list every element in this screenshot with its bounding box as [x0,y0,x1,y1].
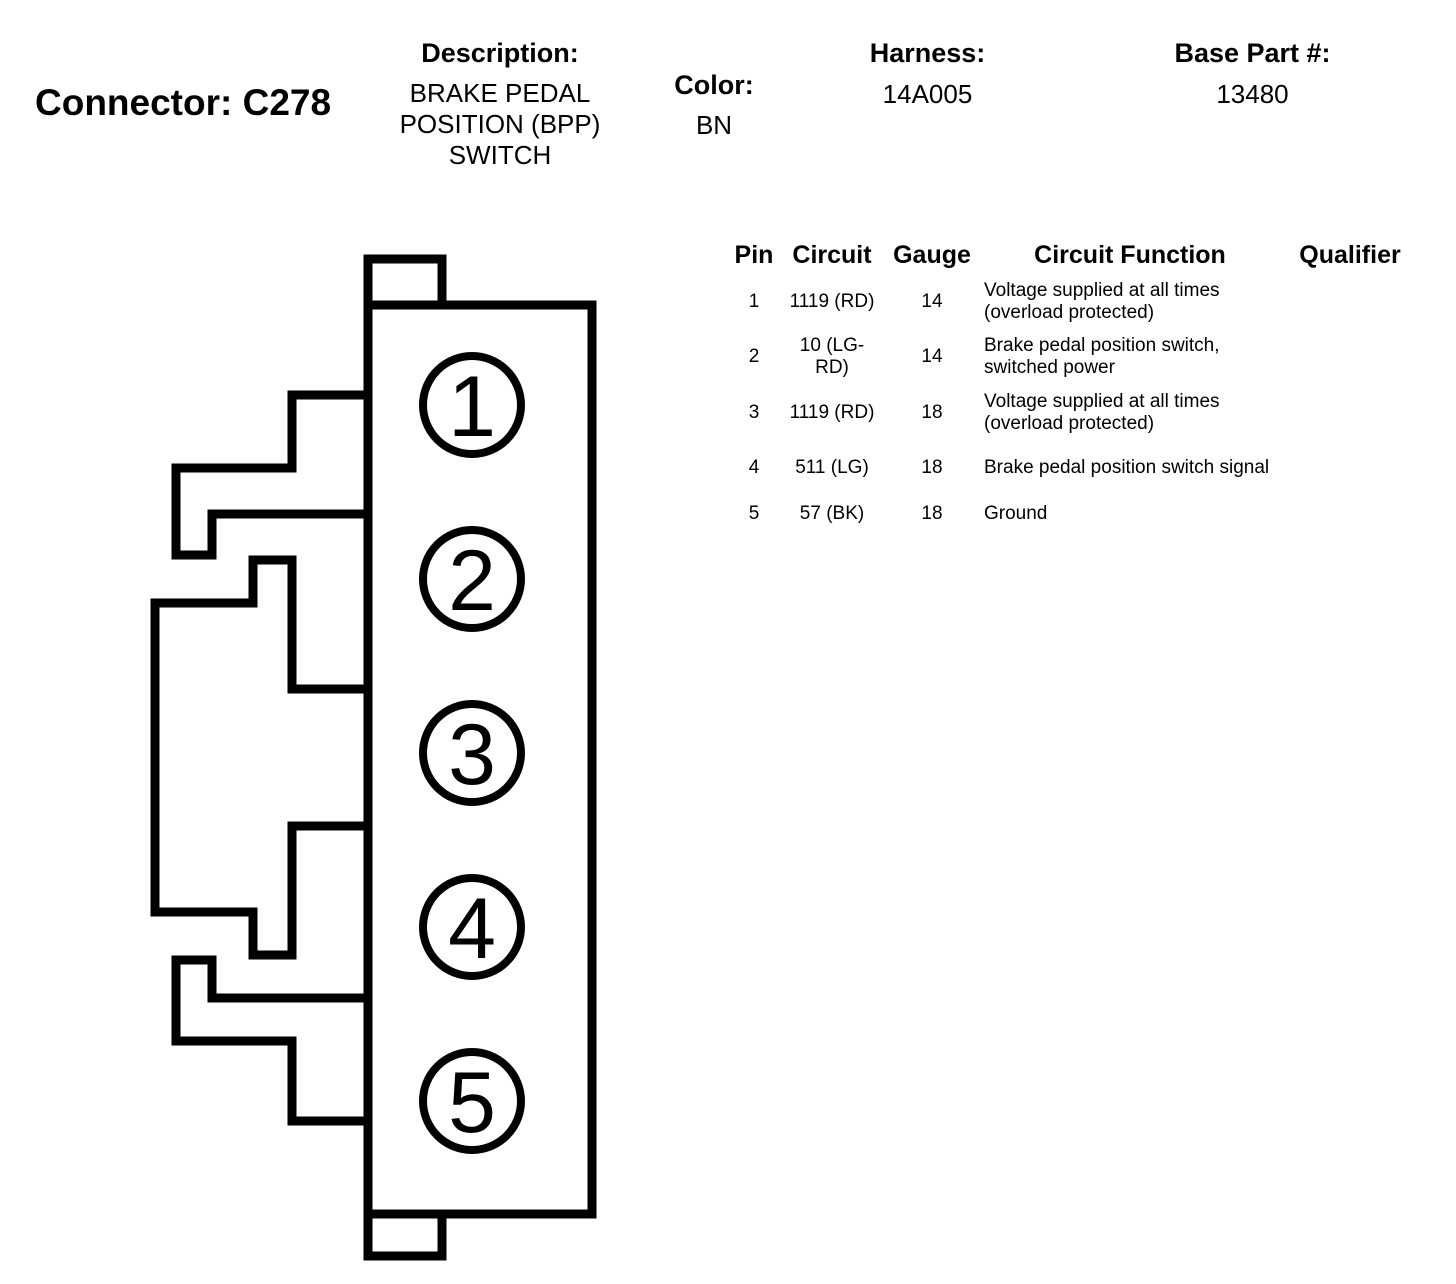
pin-number: 5 [748,502,760,524]
header-circuit-function: Circuit Function [1034,240,1226,269]
harness-value: 14A005 [882,79,973,109]
upper-side-lock [171,390,373,560]
pin-number: 4 [748,457,760,479]
circuit-function: Voltage supplied at all times (overload … [984,279,1220,323]
connector-title: Connector: C278 [35,82,332,123]
table-header-row: Pin Circuit Gauge Circuit Function Quali… [728,236,1420,274]
pin-number: 3 [748,401,760,423]
description-label: Description: [421,38,579,68]
table-row: 5 57 (BK) 18 Ground [728,496,1420,531]
pin-circle [419,700,525,806]
pin-circle [419,1048,525,1154]
color-value: BN [695,110,733,140]
pin-label: 4 [448,881,496,977]
gauge: 14 [921,290,943,312]
top-latch-tab [363,254,447,310]
pin-number: 2 [748,346,760,368]
circuit-function: Voltage supplied at all times (overload … [984,390,1220,434]
pin-cavity-5: 5 [419,1048,525,1154]
color-label: Color: [674,70,754,100]
base-part-label: Base Part #: [1174,38,1331,68]
qualifier [1280,274,1420,330]
pin-label: 1 [448,359,496,455]
lower-side-lock [171,955,373,1126]
gauge: 14 [921,346,943,368]
circuit: 10 (LG-RD) [799,335,865,379]
table-row: 1 1119 (RD) 14 Voltage supplied at all t… [728,274,1420,330]
base-part-value: 13480 [1216,79,1289,109]
qualifier [1280,385,1420,441]
circuit: 1119 (RD) [789,401,875,423]
circuit: 1119 (RD) [789,290,875,312]
middle-side-lock [150,555,373,960]
circuit: 57 (BK) [799,502,865,524]
header-pin: Pin [734,240,774,269]
pin-circle [419,526,525,632]
table-row: 3 1119 (RD) 18 Voltage supplied at all t… [728,385,1420,441]
header-circuit: Circuit [792,240,872,269]
pin-cavity-2: 2 [419,526,525,632]
description-value: BRAKE PEDAL POSITION (BPP) SWITCH [399,78,601,170]
qualifier [1280,496,1420,531]
pin-number: 1 [748,290,760,312]
circuit-function: Brake pedal position switch, switched po… [984,335,1220,379]
table-row: 4 511 (LG) 18 Brake pedal position switc… [728,441,1420,497]
pin-label: 5 [448,1055,496,1151]
connector-face-diagram: 1 2 3 4 5 [150,254,597,1261]
pin-circle [419,874,525,980]
table-row: 2 10 (LG-RD) 14 Brake pedal position swi… [728,330,1420,386]
qualifier [1280,330,1420,386]
pin-circle [419,352,525,458]
bottom-latch-tab [363,1209,447,1261]
header-qualifier: Qualifier [1299,240,1401,269]
pin-label: 2 [448,533,496,629]
connector-body [363,300,597,1219]
pin-cavity-1: 1 [419,352,525,458]
qualifier [1280,441,1420,497]
circuit-function: Brake pedal position switch signal [984,457,1270,479]
header-gauge: Gauge [893,240,971,269]
circuit: 511 (LG) [795,457,869,479]
gauge: 18 [921,457,943,479]
harness-label: Harness: [869,38,986,68]
pin-cavity-3: 3 [419,700,525,806]
pin-cavity-4: 4 [419,874,525,980]
pin-table: Pin Circuit Gauge Circuit Function Quali… [728,236,1420,531]
gauge: 18 [921,401,943,423]
pin-label: 3 [448,707,496,803]
circuit-function: Ground [984,502,1048,524]
gauge: 18 [921,502,943,524]
